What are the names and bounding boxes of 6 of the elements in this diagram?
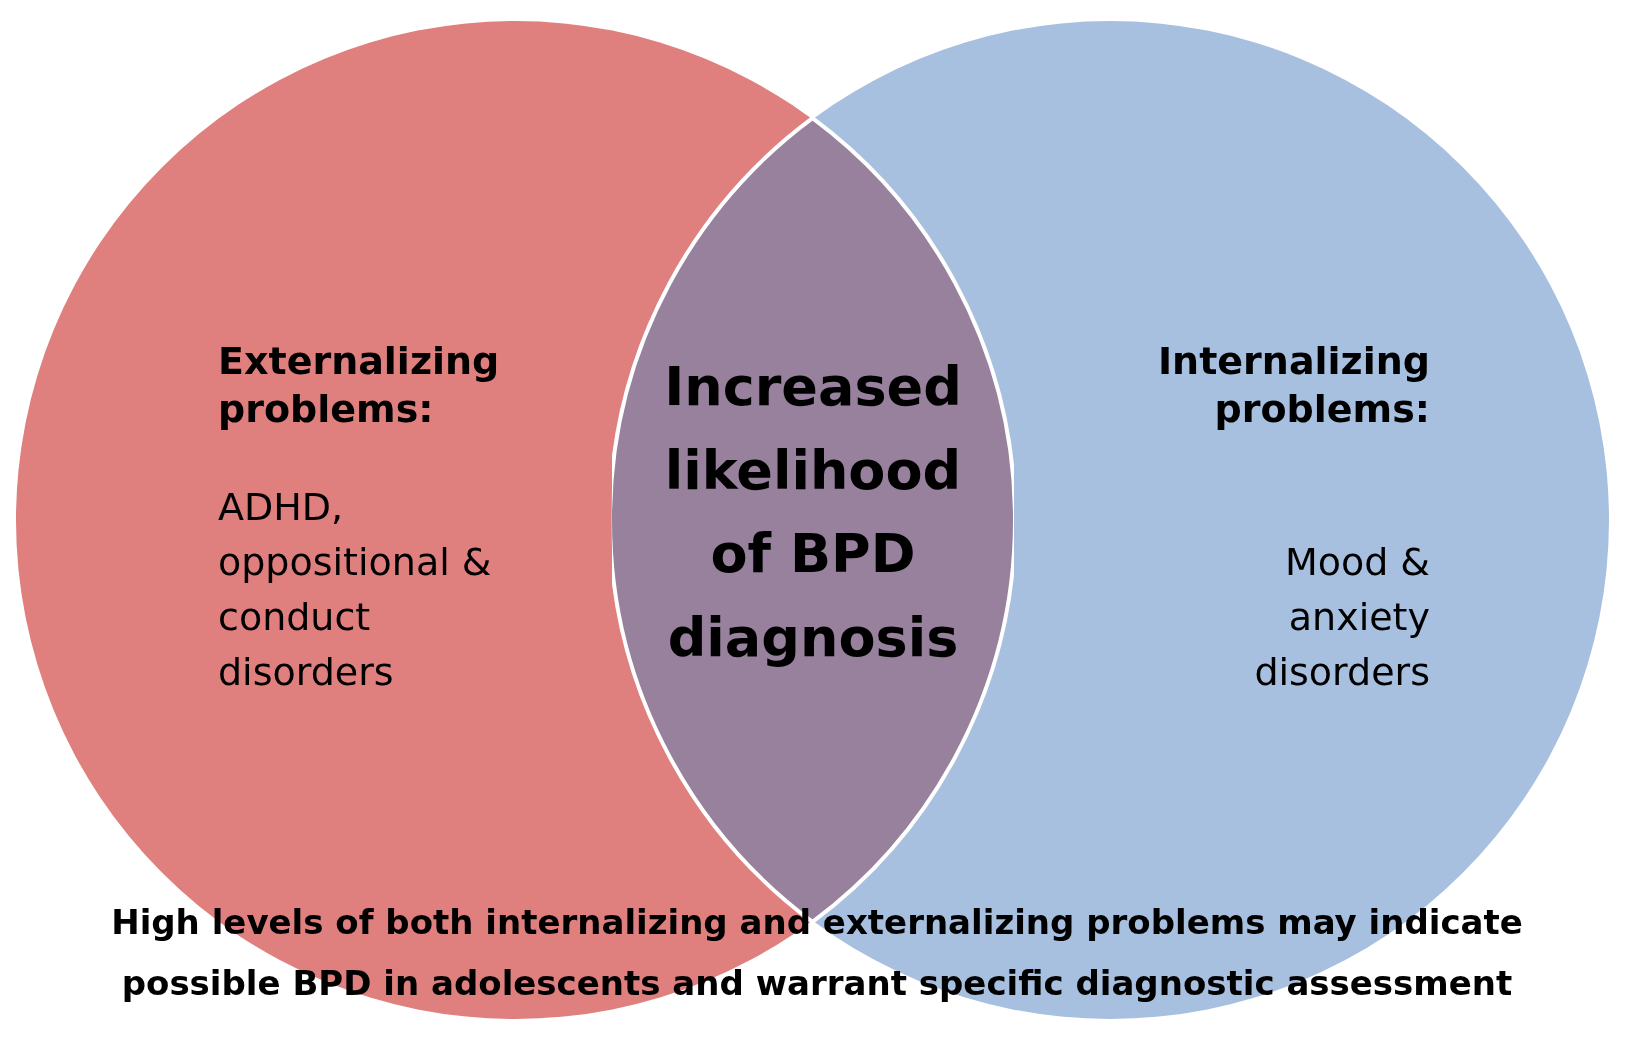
category-text: Mood & anxiety disorders [1253, 539, 1430, 697]
category-heading: Internalizing problems: [1157, 338, 1430, 433]
overlap-text: Increased likelihood of BPD diagnosis [663, 354, 963, 672]
caption-text: High levels of both internalizing and externalizing problems may indicate possible BPD in adolescents and warrant specific diagnostic assessment [110, 901, 1524, 1006]
category-text: ADHD, oppositional & conduct disorders [218, 484, 493, 697]
category-heading: Externalizing problems: [218, 338, 501, 433]
